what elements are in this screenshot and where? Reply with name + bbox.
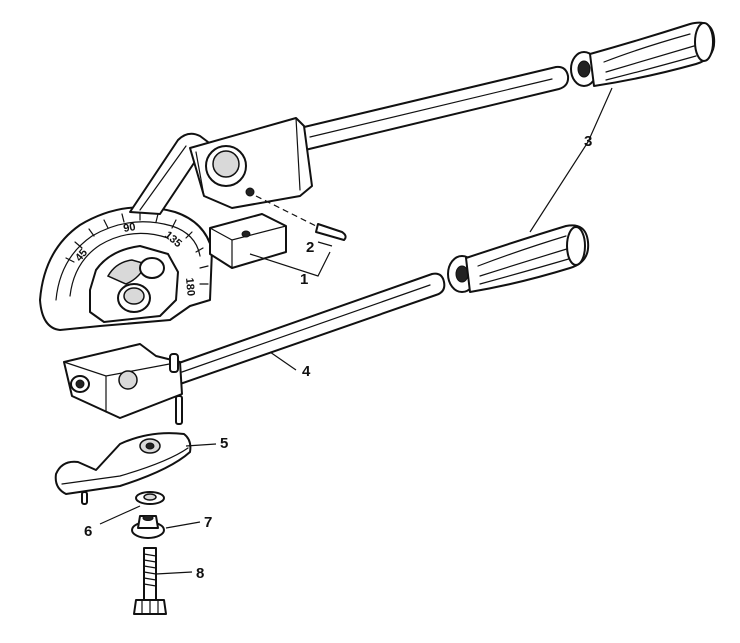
bolt <box>133 547 167 615</box>
link-plate <box>54 432 192 505</box>
callout-5: 5 <box>220 435 228 452</box>
upper-lever-arm <box>129 117 313 215</box>
roller-support <box>63 343 183 425</box>
callout-3: 3 <box>584 133 592 150</box>
forming-shoe: 45 90 135 180 <box>39 206 213 331</box>
hinge-pin <box>255 195 347 241</box>
callout-6: 6 <box>84 523 92 540</box>
upper-lever-rod <box>299 65 570 151</box>
degree-scale <box>65 211 209 285</box>
scale-mark-90: 90 <box>122 221 136 235</box>
leader-lines <box>99 87 613 575</box>
scale-mark-180: 180 <box>183 277 197 296</box>
nut <box>131 515 165 539</box>
guide-block <box>209 213 287 269</box>
upper-grip <box>570 21 716 87</box>
callout-2: 2 <box>306 239 314 256</box>
washer <box>135 491 165 505</box>
callout-4: 4 <box>302 363 311 380</box>
lower-grip <box>447 224 590 293</box>
lower-handle-rod <box>175 272 446 385</box>
callout-7: 7 <box>204 514 212 531</box>
callout-8: 8 <box>196 565 204 582</box>
callout-1: 1 <box>300 271 308 288</box>
